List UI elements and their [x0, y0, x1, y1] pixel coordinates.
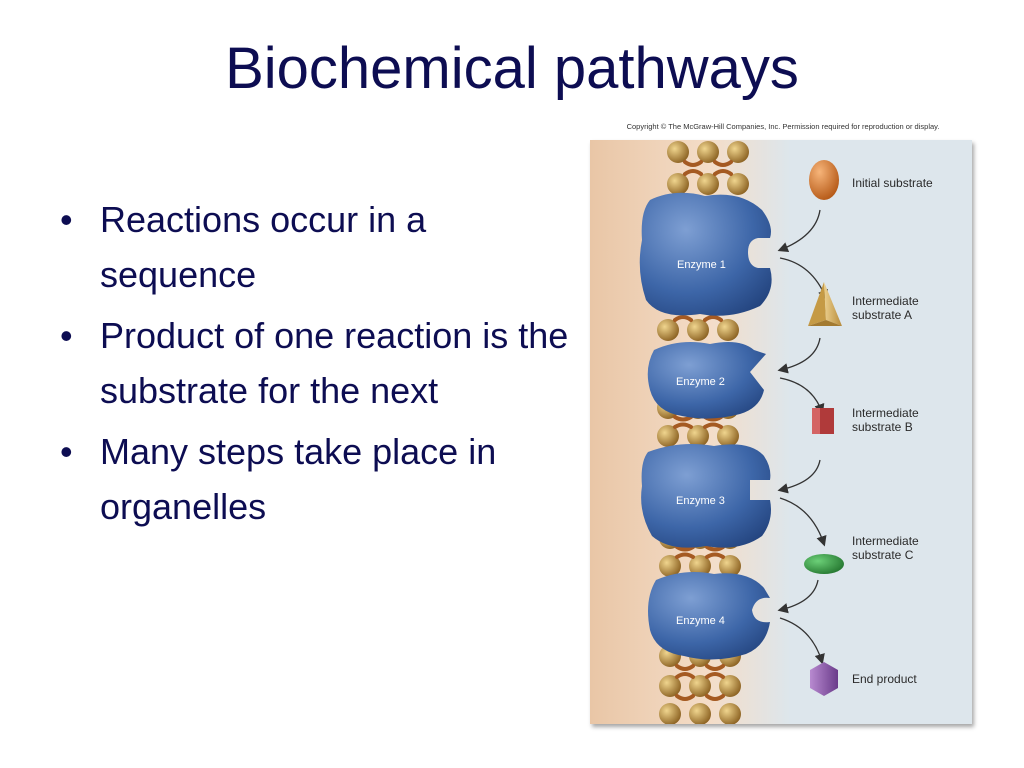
substrate-a-icon — [808, 282, 842, 326]
enzyme-1 — [639, 192, 772, 316]
arrow-in-2 — [777, 337, 821, 374]
bullet-item: Reactions occur in a sequence — [58, 192, 578, 302]
arrow-out-4 — [779, 617, 825, 665]
molecule-label-end: End product — [852, 672, 917, 686]
molecule-label-c: Intermediate substrate C — [852, 534, 919, 562]
copyright-notice: Copyright © The McGraw-Hill Companies, I… — [626, 122, 940, 131]
arrow-out-2 — [779, 377, 825, 415]
enzyme-label: Enzyme 2 — [676, 376, 725, 388]
substrate-c-icon — [804, 554, 844, 574]
molecule-label-b: Intermediate substrate B — [852, 406, 919, 434]
end-product-icon — [810, 662, 838, 696]
bullet-item: Product of one reaction is the substrate… — [58, 308, 578, 418]
enzyme-label: Enzyme 3 — [676, 495, 725, 507]
arrow-in-1 — [777, 209, 821, 253]
slide-title: Biochemical pathways — [225, 36, 799, 101]
initial-substrate-icon — [809, 160, 839, 200]
pathway-figure: Copyright © The McGraw-Hill Companies, I… — [590, 122, 976, 732]
enzyme-4 — [648, 572, 770, 660]
enzyme-label: Enzyme 4 — [676, 615, 725, 627]
arrow-in-4 — [777, 579, 819, 614]
enzyme-2 — [647, 342, 766, 419]
bullet-item: Many steps take place in organelles — [58, 424, 578, 534]
molecule-label-a: Intermediate substrate A — [852, 294, 919, 322]
enzyme-label: Enzyme 1 — [677, 259, 726, 271]
pathway-diagram: Enzyme 1 Enzyme 2 Enzyme 3 Enzyme 4 — [590, 140, 844, 724]
bullet-list: Reactions occur in a sequence Product of… — [58, 192, 578, 540]
substrate-b-icon — [812, 408, 834, 434]
arrow-in-3 — [777, 459, 821, 494]
arrow-out-3 — [779, 497, 827, 547]
enzyme-3 — [641, 444, 771, 548]
figure-panel: Enzyme 1 Enzyme 2 Enzyme 3 Enzyme 4 — [590, 140, 972, 724]
molecule-label-initial: Initial substrate — [852, 176, 933, 190]
